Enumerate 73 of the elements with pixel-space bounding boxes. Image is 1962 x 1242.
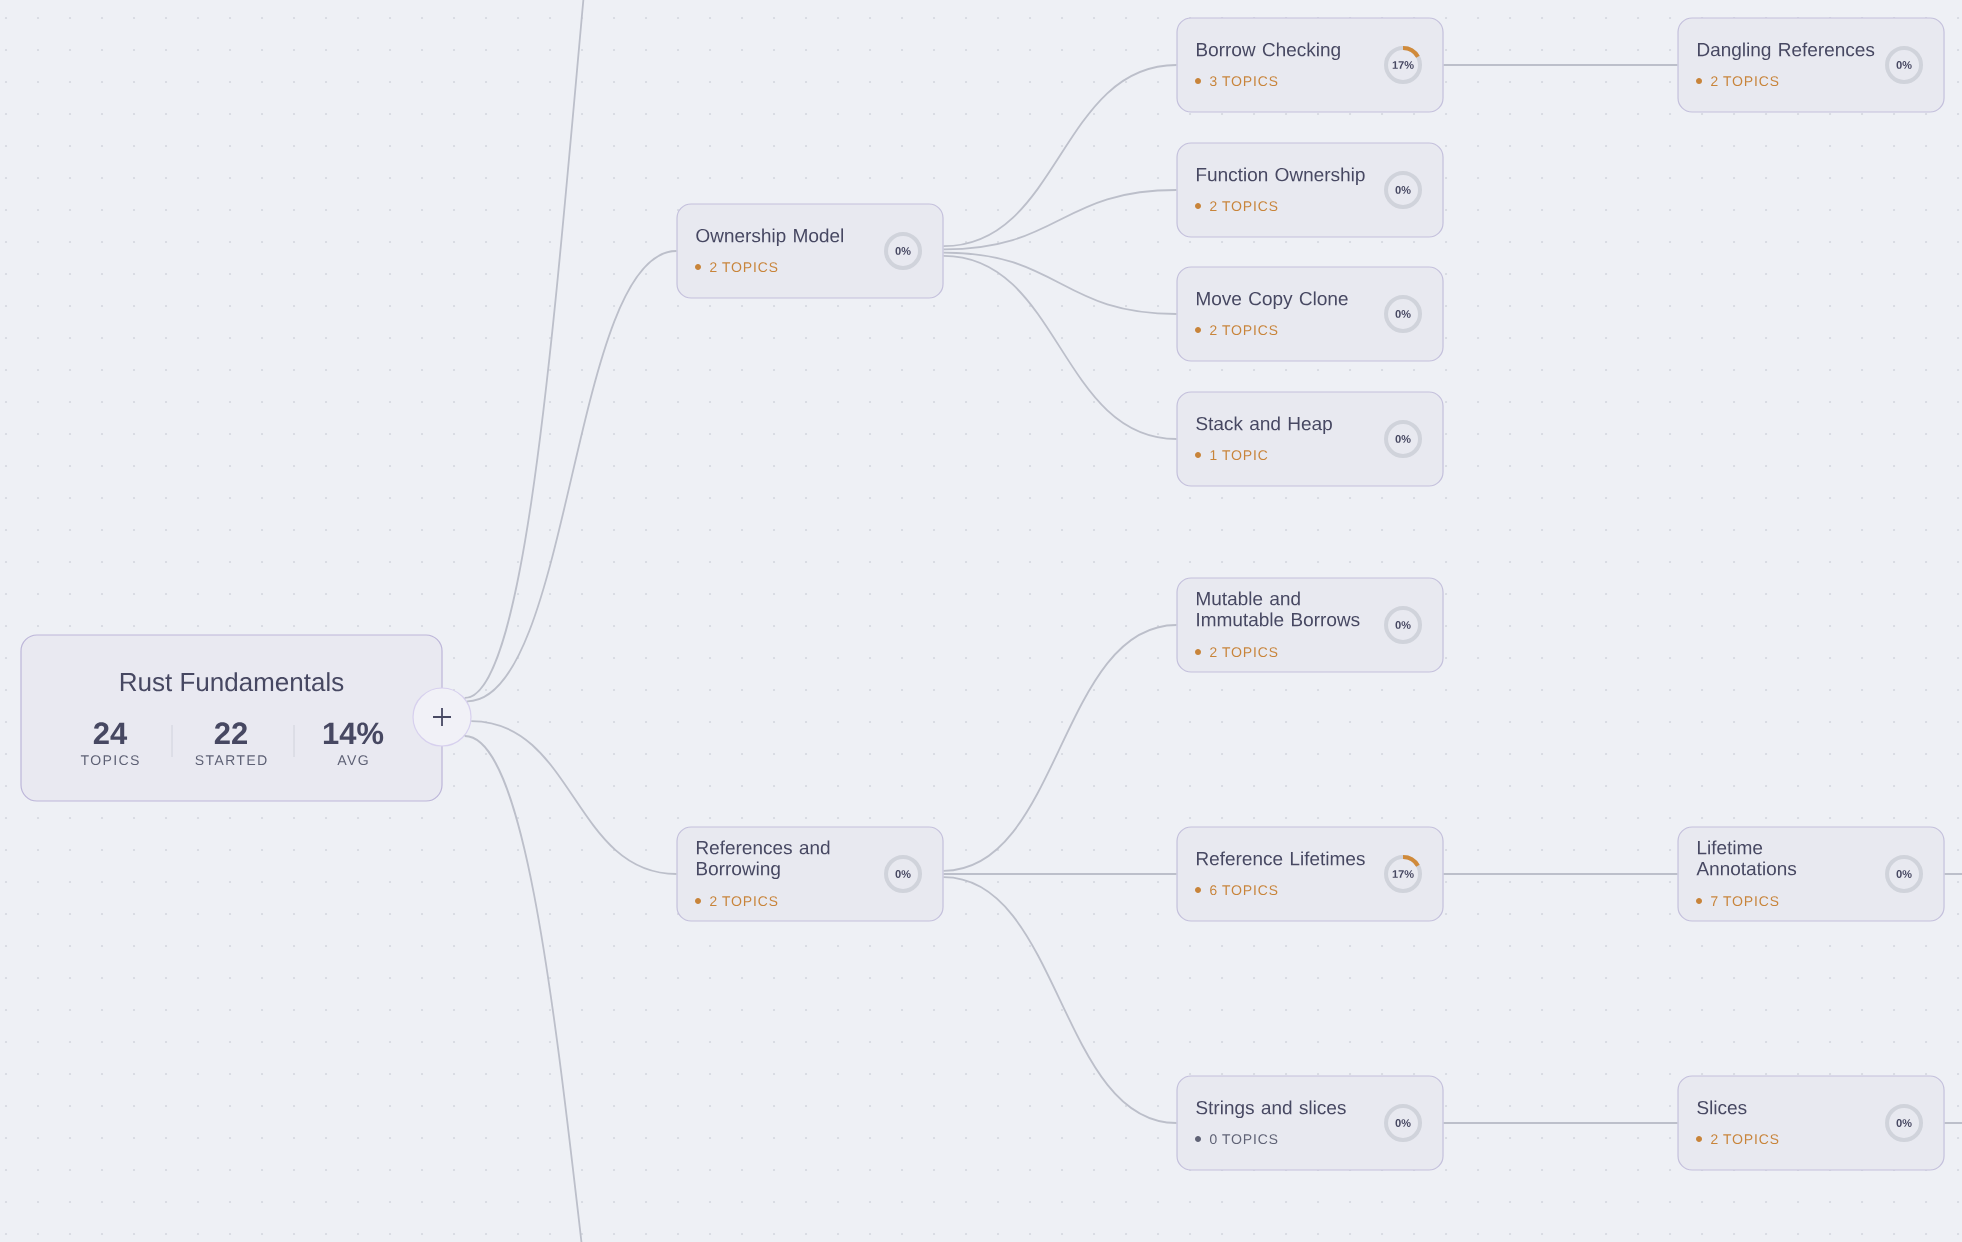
progress-ring: 0% bbox=[1384, 606, 1422, 644]
card-title: Move Copy Clone bbox=[1197, 291, 1348, 310]
topic-card bbox=[1176, 391, 1444, 487]
progress-ring: 0% bbox=[884, 855, 922, 893]
connector bbox=[1442, 1122, 1679, 1124]
progress-ring: 17% bbox=[1384, 46, 1422, 84]
topic-card bbox=[1176, 142, 1444, 238]
progress-ring: 0% bbox=[1384, 420, 1422, 458]
progress-ring: 0% bbox=[884, 232, 922, 270]
connector bbox=[942, 876, 1178, 1124]
stat-label: TOPICS bbox=[80, 755, 139, 766]
topic-card bbox=[1677, 1075, 1945, 1171]
topic-count: 7 TOPICS bbox=[1711, 896, 1779, 907]
topic-card bbox=[1677, 17, 1945, 113]
connector bbox=[463, 0, 585, 699]
progress-ring: 0% bbox=[1885, 46, 1924, 84]
connector bbox=[1943, 1122, 1962, 1124]
card-title: Strings and slices bbox=[1196, 1100, 1346, 1119]
progress-ring: 0% bbox=[1384, 1104, 1422, 1142]
topic-count: 3 TOPICS bbox=[1209, 76, 1278, 87]
progress-ring: 0% bbox=[1885, 1104, 1924, 1142]
stat-label: STARTED bbox=[195, 755, 267, 766]
topic-card bbox=[1176, 826, 1444, 922]
card-title: References and Borrowing bbox=[697, 840, 830, 880]
card-title: Borrow Checking bbox=[1197, 42, 1340, 61]
progress-ring: 17% bbox=[1384, 855, 1422, 893]
topic-count: 2 TOPICS bbox=[710, 262, 778, 273]
topic-card bbox=[1176, 1075, 1444, 1171]
progress-ring: 0% bbox=[1384, 295, 1422, 333]
topic-card bbox=[1176, 17, 1444, 113]
connector bbox=[942, 873, 1178, 875]
connector bbox=[942, 624, 1178, 872]
add-button bbox=[412, 687, 472, 747]
stat-value: 22 bbox=[214, 722, 247, 744]
card-title: Reference Lifetimes bbox=[1197, 851, 1365, 866]
stat-label: AVG bbox=[337, 755, 368, 766]
progress-ring: 0% bbox=[1885, 855, 1924, 893]
connector bbox=[942, 64, 1178, 248]
topic-count: 2 TOPICS bbox=[1711, 76, 1779, 87]
card-title: Mutable and Immutable Borrows bbox=[1197, 591, 1360, 627]
card-title: Lifetime Annotations bbox=[1696, 840, 1797, 876]
card-title: Stack and Heap bbox=[1196, 416, 1332, 435]
connector bbox=[942, 254, 1178, 440]
topic-count: 2 TOPICS bbox=[1711, 1134, 1779, 1145]
stat-value: 24 bbox=[93, 722, 128, 744]
card-title: Slices bbox=[1697, 1100, 1747, 1115]
topic-count: 1 TOPIC bbox=[1210, 450, 1268, 461]
connector bbox=[1442, 64, 1679, 66]
connector bbox=[942, 251, 1178, 315]
connector bbox=[463, 735, 583, 1242]
topic-count: 2 TOPICS bbox=[1210, 325, 1278, 336]
card-title: Ownership Model bbox=[696, 228, 843, 247]
topic-card bbox=[1176, 266, 1444, 362]
topic-count: 6 TOPICS bbox=[1210, 885, 1278, 896]
topic-count: 2 TOPICS bbox=[1210, 201, 1278, 212]
progress-ring: 0% bbox=[1384, 171, 1422, 209]
topic-count: 2 TOPICS bbox=[1210, 647, 1278, 658]
connector bbox=[1442, 873, 1679, 875]
summary-card bbox=[20, 634, 443, 802]
card-title: Function Ownership bbox=[1197, 167, 1365, 186]
connector bbox=[470, 720, 678, 875]
card-title: Dangling References bbox=[1698, 42, 1875, 61]
connector bbox=[1943, 873, 1962, 875]
stat-value: 14% bbox=[323, 722, 384, 745]
topic-count: 2 TOPICS bbox=[710, 896, 778, 907]
topic-count: 0 TOPICS bbox=[1209, 1134, 1278, 1145]
card-title: Rust Fundamentals bbox=[120, 672, 344, 692]
connector bbox=[942, 189, 1178, 251]
connector bbox=[466, 250, 678, 703]
topic-card bbox=[1677, 826, 1945, 922]
topic-card bbox=[676, 203, 944, 299]
topic-card bbox=[676, 826, 944, 922]
topic-card bbox=[1176, 577, 1444, 673]
